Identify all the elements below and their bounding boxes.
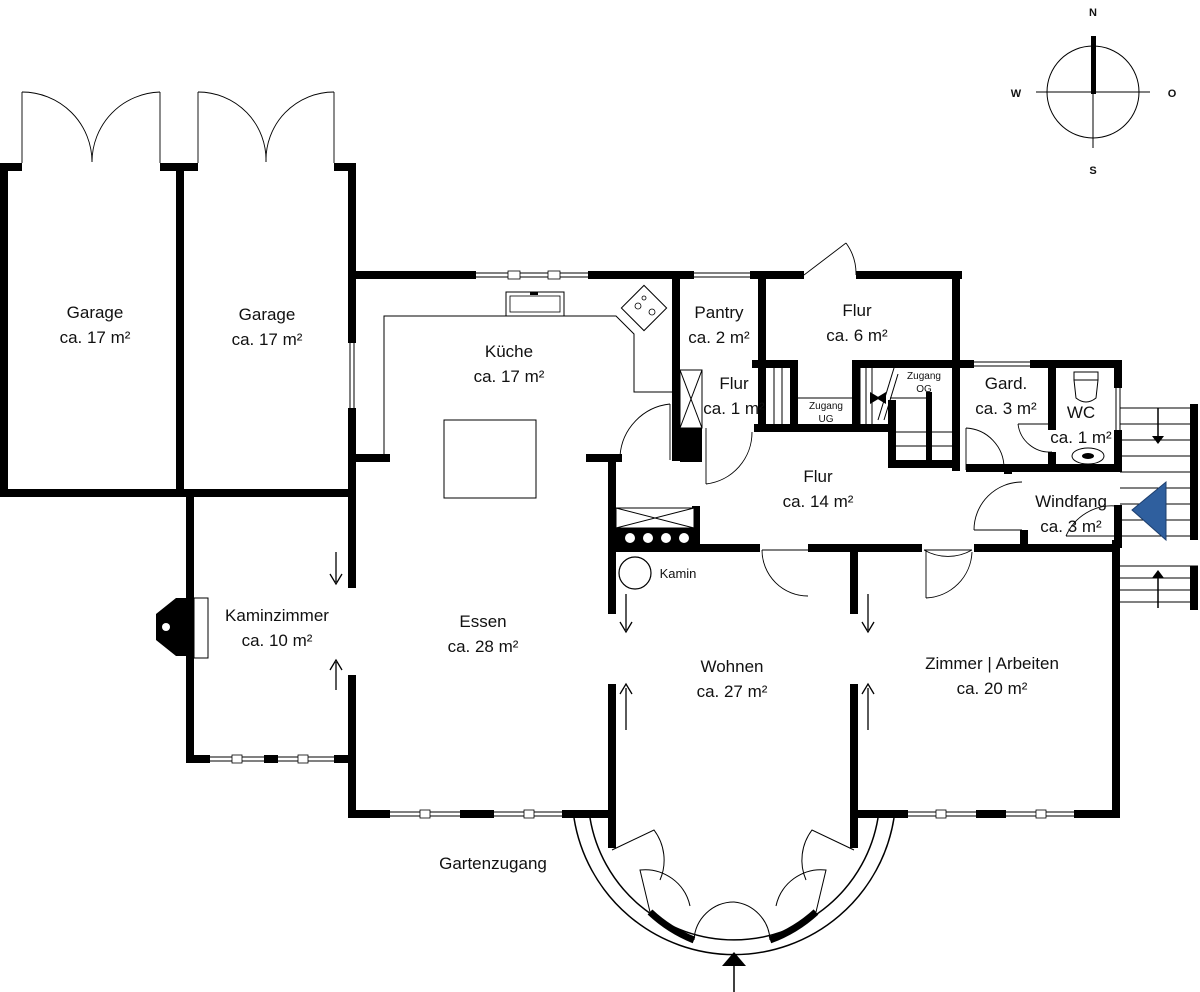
room-name-kueche: Küche bbox=[485, 342, 533, 361]
misc-labels: Kamin Zugang UG Zugang OG Gartenzugang bbox=[439, 371, 941, 873]
bay-window bbox=[573, 817, 895, 992]
entrance-marker-icon bbox=[1131, 480, 1167, 542]
stairs bbox=[773, 367, 1198, 610]
room-area-essen: ca. 28 m² bbox=[448, 637, 519, 656]
room-area-kaminzimmer: ca. 10 m² bbox=[242, 631, 313, 650]
doors bbox=[21, 91, 1117, 730]
zugang-ug-label-2: UG bbox=[819, 414, 834, 425]
zugang-ug-label-1: Zugang bbox=[809, 401, 843, 412]
kamin-label: Kamin bbox=[660, 566, 697, 581]
room-area-wohnen: ca. 27 m² bbox=[697, 682, 768, 701]
compass-south-label: S bbox=[1089, 165, 1096, 177]
room-area-flur-14: ca. 14 m² bbox=[783, 492, 854, 511]
room-name-essen: Essen bbox=[459, 612, 506, 631]
kaminzimmer-fireplace bbox=[156, 597, 209, 659]
compass-west-label: W bbox=[1011, 88, 1022, 100]
room-name-wc: WC bbox=[1067, 403, 1095, 422]
room-area-windfang: ca. 3 m² bbox=[1040, 517, 1102, 536]
room-name-kaminzimmer: Kaminzimmer bbox=[225, 606, 329, 625]
room-name-pantry: Pantry bbox=[694, 303, 744, 322]
compass-north-label: N bbox=[1089, 7, 1097, 19]
room-area-garage-1: ca. 17 m² bbox=[60, 328, 131, 347]
room-area-flur-6: ca. 6 m² bbox=[826, 326, 888, 345]
room-labels: Garage ca. 17 m² Garage ca. 17 m² Küche … bbox=[60, 301, 1112, 701]
kitchen-fixtures bbox=[383, 284, 703, 499]
fireplace-kamin bbox=[615, 507, 695, 590]
room-name-flur-1: Flur bbox=[719, 374, 749, 393]
zugang-og-label-2: OG bbox=[916, 384, 932, 395]
room-name-garage-2: Garage bbox=[239, 305, 296, 324]
room-area-zimmer-arbeiten: ca. 20 m² bbox=[957, 679, 1028, 698]
zugang-og-label-1: Zugang bbox=[907, 371, 941, 382]
room-area-flur-1: ca. 1 m² bbox=[703, 399, 765, 418]
room-area-kueche: ca. 17 m² bbox=[474, 367, 545, 386]
room-area-gard: ca. 3 m² bbox=[975, 399, 1037, 418]
compass: N S W O bbox=[1011, 7, 1177, 177]
gartenzugang-label: Gartenzugang bbox=[439, 854, 547, 873]
room-name-flur-14: Flur bbox=[803, 467, 833, 486]
compass-east-label: O bbox=[1168, 88, 1177, 100]
walls bbox=[0, 163, 1122, 848]
room-name-flur-6: Flur bbox=[842, 301, 872, 320]
room-name-windfang: Windfang bbox=[1035, 492, 1107, 511]
room-name-gard: Gard. bbox=[985, 374, 1028, 393]
windows bbox=[210, 270, 1121, 819]
room-name-wohnen: Wohnen bbox=[700, 657, 763, 676]
room-area-garage-2: ca. 17 m² bbox=[232, 330, 303, 349]
room-name-garage-1: Garage bbox=[67, 303, 124, 322]
wc-fixtures bbox=[1071, 371, 1105, 465]
room-area-pantry: ca. 2 m² bbox=[688, 328, 750, 347]
room-area-wc: ca. 1 m² bbox=[1050, 428, 1112, 447]
room-name-zimmer-arbeiten: Zimmer | Arbeiten bbox=[925, 654, 1059, 673]
